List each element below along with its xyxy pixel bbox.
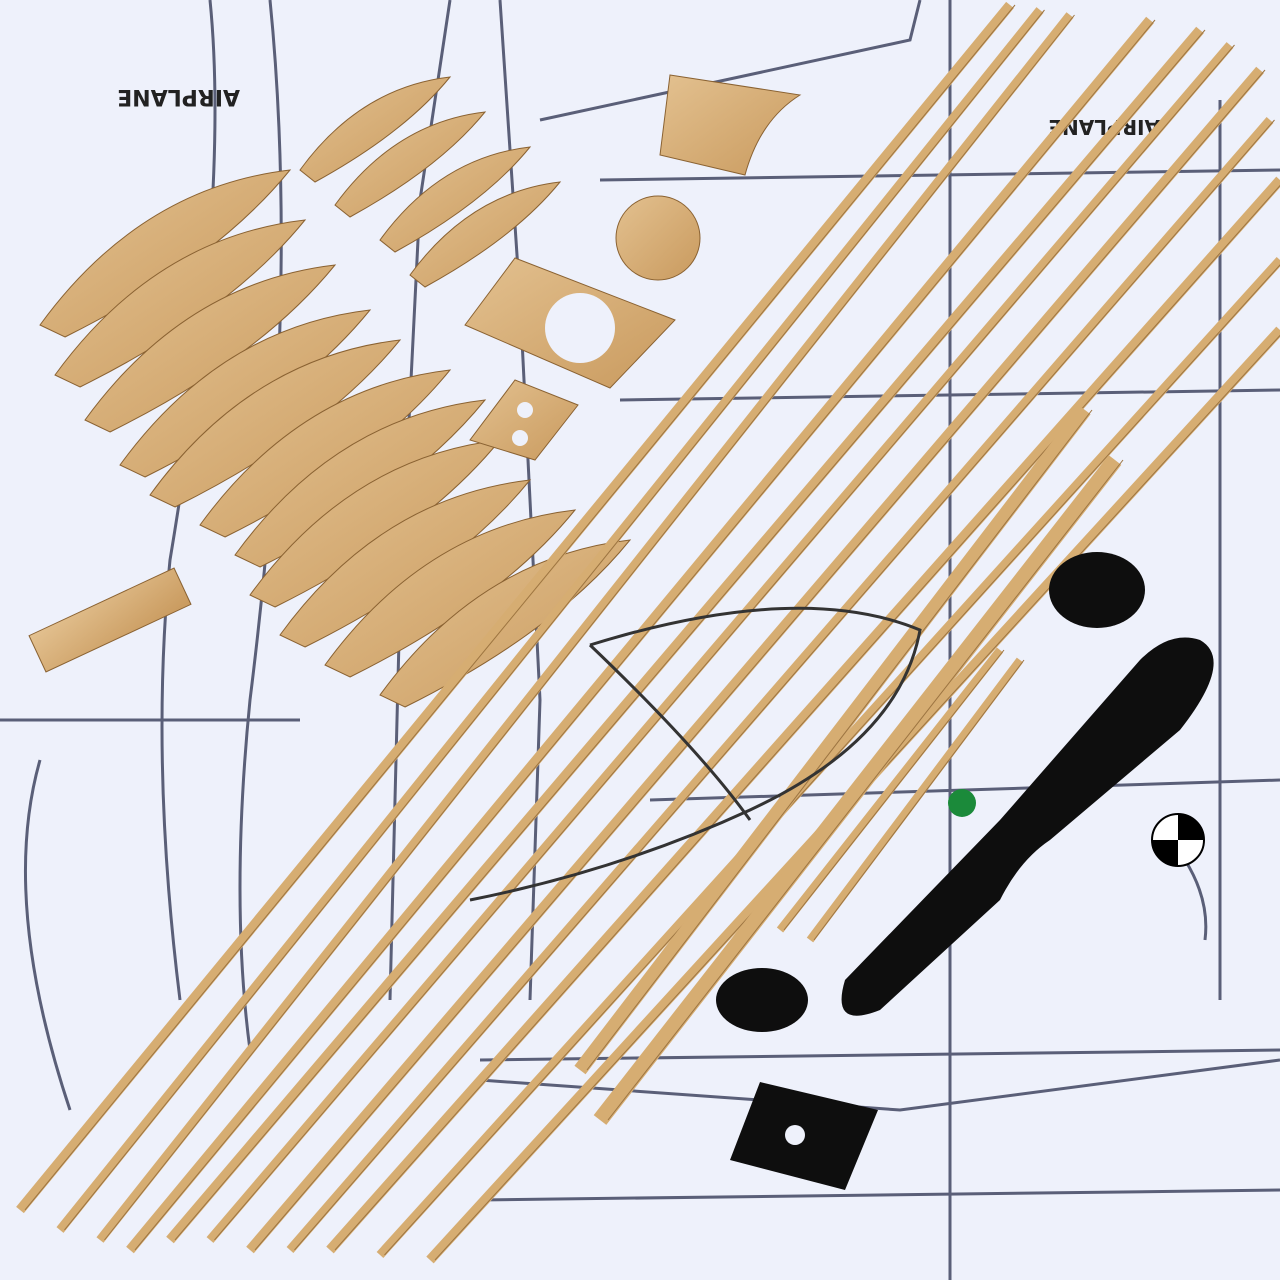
balsa-bracket xyxy=(469,379,579,461)
balsa-stick-edge xyxy=(174,29,1206,1241)
wire-landing-gear xyxy=(469,606,922,902)
balsa-stick-edge xyxy=(586,409,1093,1071)
wing-rib xyxy=(379,146,532,253)
balsa-block xyxy=(28,567,192,673)
balsa-stick xyxy=(166,26,1204,1244)
balsa-stick-edge xyxy=(334,184,1280,1251)
balsa-mount-plate xyxy=(464,257,676,389)
nose-plate xyxy=(730,1082,878,1190)
balsa-stick xyxy=(574,405,1091,1075)
propeller xyxy=(841,637,1214,1016)
balsa-stick xyxy=(806,657,1024,943)
balance-mark xyxy=(1151,813,1205,867)
balsa-stick-edge xyxy=(104,14,1075,1241)
balsa-stick-edge xyxy=(783,649,1005,931)
wing-rib xyxy=(84,264,337,433)
wing-rib xyxy=(324,509,577,678)
balsa-former xyxy=(659,74,802,176)
balsa-stick xyxy=(126,16,1154,1254)
wire-landing-gear-strut xyxy=(588,643,752,821)
balsa-stick-edge xyxy=(214,44,1235,1241)
balsa-stick xyxy=(286,117,1274,1253)
balsa-sticks xyxy=(16,1,1280,1264)
balsa-stick-edge xyxy=(813,659,1025,941)
balsa-stick xyxy=(206,42,1234,1243)
balsa-stick-edge xyxy=(134,19,1156,1251)
balsa-stick-edge xyxy=(384,264,1280,1256)
wheel xyxy=(716,968,808,1032)
wheel xyxy=(1049,552,1145,628)
balsa-stick xyxy=(246,66,1264,1254)
balsa-stick-edge xyxy=(64,9,1045,1231)
balsa-stick-edge xyxy=(254,69,1266,1251)
logo-left-text: AIRPLANE xyxy=(117,84,240,109)
wing-rib xyxy=(299,76,452,183)
balsa-stick xyxy=(593,455,1122,1125)
balsa-stick xyxy=(776,647,1004,933)
balsa-stick xyxy=(96,12,1074,1243)
balsa-stick xyxy=(326,176,1280,1254)
balsa-stick-edge xyxy=(294,119,1275,1251)
wing-ribs xyxy=(39,76,632,708)
logo-left: AIRPLANE xyxy=(117,84,240,109)
balsa-stick-edge xyxy=(607,459,1124,1121)
balsa-stick xyxy=(56,7,1044,1233)
balsa-stick-edge xyxy=(24,4,1016,1211)
balsa-disc xyxy=(615,195,701,281)
green-bead xyxy=(948,789,976,817)
balsa-stick xyxy=(376,256,1280,1259)
balsa-stick xyxy=(16,1,1014,1214)
wing-rib xyxy=(334,111,487,218)
wing-rib xyxy=(409,181,562,288)
